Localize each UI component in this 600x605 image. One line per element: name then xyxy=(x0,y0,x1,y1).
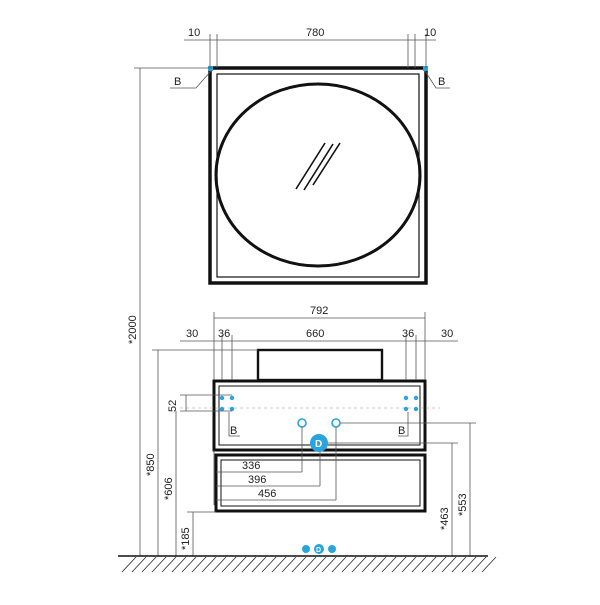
cabinet-dim-right-offset: 30 xyxy=(441,328,453,340)
mirror-glare-icon xyxy=(295,142,341,191)
floor-outlet-label: D xyxy=(316,547,321,554)
outlet-dim-336: 336 xyxy=(242,460,260,472)
mirror-label-b-right: B xyxy=(438,76,445,88)
mirror-assembly xyxy=(208,66,428,285)
drain-badge-label: D xyxy=(315,439,322,450)
height-dim-mount-left: *606 xyxy=(163,477,175,500)
supply-markers: D xyxy=(297,418,341,452)
outlet-position-leaders xyxy=(213,427,337,505)
outlet-dim-456: 456 xyxy=(258,488,276,500)
height-dim-mount-right: *463 xyxy=(439,507,451,530)
drawer-inner xyxy=(220,459,421,507)
cabinet-b-leaders xyxy=(228,412,409,437)
outlet-marker-icon xyxy=(297,418,307,428)
mirror-dim-right-gap: 10 xyxy=(424,27,436,39)
cabinet-dim-bracket-height: 52 xyxy=(167,400,179,412)
washbasin xyxy=(256,348,384,382)
floor-hatch-icon xyxy=(121,556,497,573)
mirror-label-b-left: B xyxy=(174,76,181,88)
outlet-marker-icon xyxy=(331,418,341,428)
height-dim-cabinet-top: *850 xyxy=(145,453,157,476)
drawer xyxy=(214,453,427,513)
height-dim-outlet-right: *553 xyxy=(457,493,469,516)
mirror-dim-left-gap: 10 xyxy=(188,27,200,39)
cabinet-dim-left-inset: 36 xyxy=(218,328,230,340)
height-dimension-lines xyxy=(134,67,476,556)
mirror-mount-right xyxy=(423,66,428,71)
cabinet-dim-center-width: 660 xyxy=(306,328,324,340)
height-dim-floor-gap: *185 xyxy=(180,527,192,550)
mirror-inner-frame xyxy=(216,73,420,278)
cabinet-label-b-right: B xyxy=(398,425,405,437)
cabinet-dim-left-offset: 30 xyxy=(186,328,198,340)
cabinet-dim-right-inset: 36 xyxy=(402,328,414,340)
mirror-glass xyxy=(214,82,422,268)
mirror-mount-left xyxy=(208,66,213,71)
cabinet-top-dimensions xyxy=(180,312,458,380)
floor-outlets: D xyxy=(302,544,336,554)
outlet-dim-396: 396 xyxy=(248,474,266,486)
drain-badge xyxy=(310,434,328,452)
height-dim-overall: *2000 xyxy=(127,315,139,344)
mirror-b-leaders xyxy=(170,70,450,89)
cabinet-dim-total-width: 792 xyxy=(310,305,328,317)
cabinet-label-b-left: B xyxy=(230,425,237,437)
bracket-height-dimension xyxy=(180,394,232,412)
cabinet-mount-points xyxy=(219,395,419,412)
mirror-dim-width: 780 xyxy=(306,27,324,39)
mirror-top-dimensions xyxy=(184,34,436,68)
mirror-frame xyxy=(208,66,428,285)
